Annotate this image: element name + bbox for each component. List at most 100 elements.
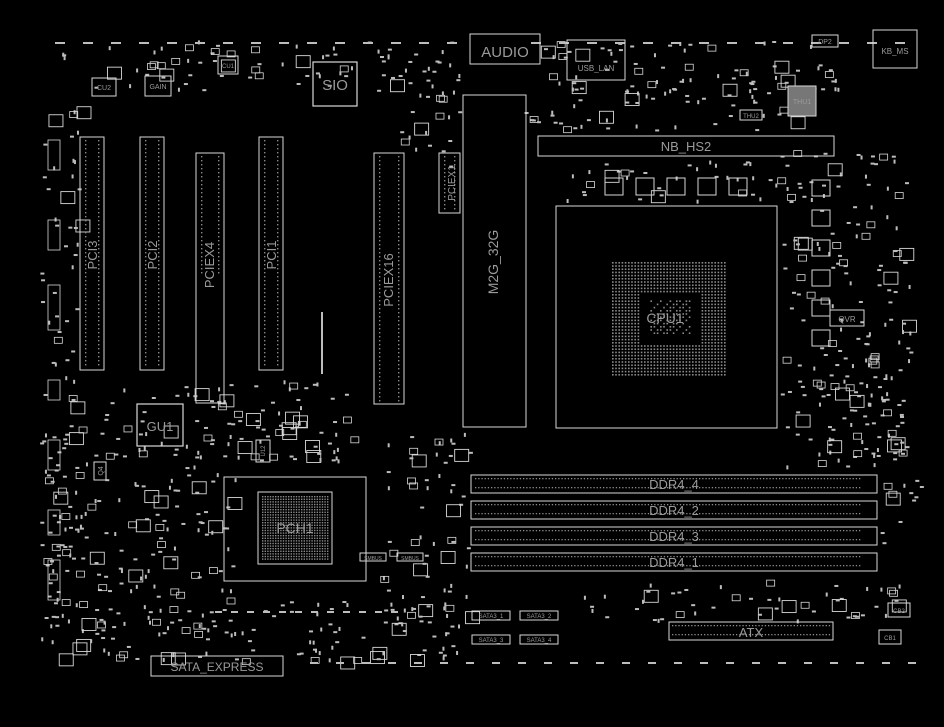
smd-pad — [68, 505, 73, 508]
smd-pad — [884, 322, 887, 327]
smd-pad — [431, 84, 434, 89]
pch-ball — [277, 548, 279, 550]
pch-ball — [324, 509, 326, 511]
connector-pin — [734, 504, 736, 506]
ic-component — [208, 520, 224, 534]
connector-pin — [711, 513, 714, 515]
ic-component — [722, 83, 738, 97]
smd-pad — [860, 321, 865, 324]
connector-pin — [571, 487, 573, 489]
pch-ball — [298, 553, 300, 555]
cpu-pin — [656, 274, 659, 277]
cpu-pin — [615, 319, 617, 322]
pch-ball — [285, 511, 287, 513]
slot-pin — [277, 212, 279, 214]
cpu-pin — [685, 271, 688, 274]
smd-pad — [909, 492, 914, 495]
smd-pad — [867, 363, 870, 368]
cpu-pin — [618, 329, 620, 331]
pch-ball — [327, 553, 329, 555]
cpu-pin — [663, 271, 665, 274]
cpu-label: CPU1 — [646, 310, 684, 326]
connector-pin — [510, 565, 512, 567]
connector-pin — [736, 625, 738, 627]
connector-pin — [676, 513, 678, 515]
smd-pad — [84, 511, 87, 516]
smd-pad — [197, 450, 200, 455]
connector-pins — [475, 556, 861, 567]
cpu-pin — [621, 290, 624, 293]
connector-pin — [551, 487, 554, 489]
smd-pad — [404, 68, 407, 73]
pch-ball — [272, 503, 274, 506]
connector-pin — [700, 625, 703, 627]
connector-pin — [691, 625, 693, 627]
slot-pin — [398, 400, 400, 402]
connector-pin — [855, 565, 858, 567]
connector-pin — [811, 539, 813, 541]
connector-pin — [742, 625, 744, 627]
connector-pin — [727, 565, 730, 567]
cpu-pin — [628, 374, 630, 376]
slot-pin — [398, 284, 400, 286]
smd-pad — [563, 56, 568, 59]
cb1-component: CB1 — [878, 629, 902, 645]
connector-pin — [647, 478, 650, 480]
slot-pin — [379, 272, 381, 274]
smd-pad — [835, 364, 840, 367]
vrm-choke — [728, 177, 748, 196]
cpu-pin — [634, 300, 636, 302]
pch-ball — [262, 498, 264, 500]
slot-pin — [218, 208, 220, 210]
connector-pin — [843, 487, 845, 489]
cpu-pin — [618, 364, 620, 366]
cpu-pin — [660, 268, 662, 270]
smd-pad — [465, 564, 468, 569]
cpu-pin — [615, 281, 617, 283]
connector-pin — [481, 565, 483, 567]
cpu-pin — [688, 271, 691, 274]
pch-ball — [275, 529, 277, 532]
cpu-pin — [688, 358, 691, 360]
pch-ball — [282, 535, 285, 537]
cpu-pin — [628, 370, 630, 373]
cpu-pin — [615, 313, 617, 315]
slot-pin — [218, 268, 220, 270]
cpu-pin — [615, 329, 617, 331]
slot-pin — [398, 168, 400, 170]
cpu-pin — [656, 361, 659, 363]
pch-ball — [316, 535, 318, 537]
pch-ball — [275, 519, 277, 521]
slot-pin — [379, 352, 381, 354]
smd-pad — [99, 618, 104, 621]
edge-pad — [391, 42, 401, 44]
cpu-pin — [692, 281, 694, 283]
slot-pin — [277, 240, 279, 242]
connector-pin — [807, 565, 810, 567]
connector-pin — [801, 487, 803, 489]
pch-ball — [269, 501, 272, 503]
ic-component — [191, 481, 207, 495]
cpu-pin — [688, 300, 691, 302]
cpu-pin — [711, 351, 713, 354]
smd-pad — [229, 589, 232, 594]
connector-pin — [574, 556, 576, 558]
smd-pad — [893, 458, 898, 461]
smd-pad — [883, 377, 888, 380]
connector-pin — [750, 504, 752, 506]
cpu-pin — [669, 358, 672, 360]
cpu-pin — [615, 332, 617, 334]
cpu-pin — [701, 271, 704, 274]
smd-pad — [894, 443, 899, 446]
connector-pin — [798, 556, 800, 558]
pch-ball — [275, 548, 277, 550]
smd-pad — [382, 576, 385, 581]
smd-component — [226, 597, 236, 605]
slot-pin — [218, 248, 220, 250]
connector-pin — [788, 565, 790, 567]
pch-ball — [285, 514, 287, 516]
cpu-pin — [685, 281, 688, 283]
connector-pin — [615, 565, 618, 567]
connector-pin — [779, 556, 781, 558]
cpu-pin — [653, 281, 656, 283]
